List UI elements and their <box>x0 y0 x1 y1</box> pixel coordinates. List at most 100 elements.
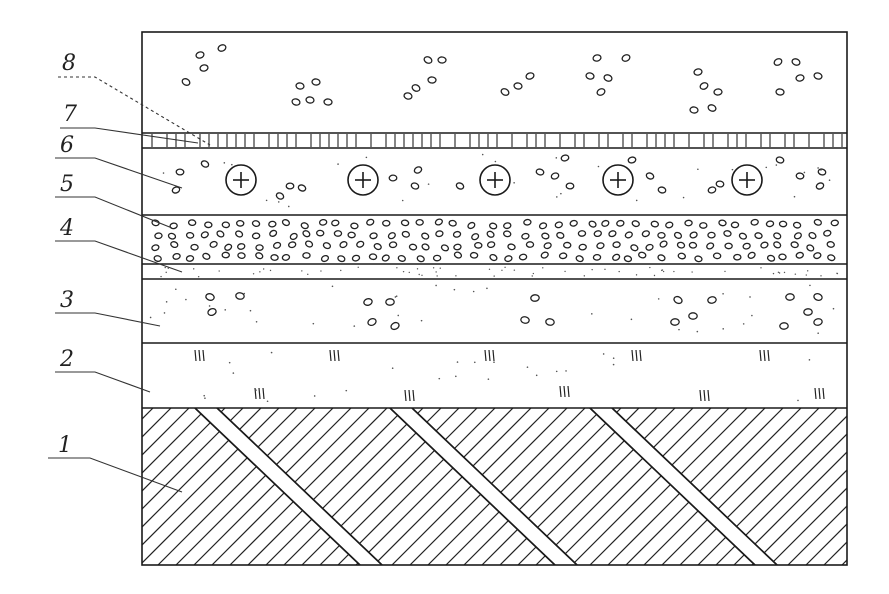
pebble <box>331 219 340 227</box>
pebble <box>255 244 264 251</box>
pebble <box>237 252 246 259</box>
sand-dot <box>649 266 651 269</box>
pebble <box>388 241 398 249</box>
sand-dot <box>232 372 235 374</box>
pebble <box>403 92 413 100</box>
sand-dot <box>249 309 252 312</box>
pebble <box>806 244 815 252</box>
pebble <box>707 296 717 304</box>
pebble <box>556 231 565 239</box>
hatch-line <box>733 451 847 565</box>
hatch-line <box>787 505 847 565</box>
sand-dot <box>255 389 257 391</box>
pebble <box>673 231 683 239</box>
sand-dot <box>193 268 195 270</box>
pebble <box>621 54 631 62</box>
sand-dot <box>277 201 280 203</box>
sand-dot <box>783 271 786 274</box>
pebble <box>612 241 621 249</box>
tick-mark <box>563 385 566 398</box>
pebble <box>754 232 763 240</box>
sand-dot <box>542 267 544 269</box>
pebble <box>503 222 512 230</box>
pebble <box>302 230 311 238</box>
sand-dot <box>312 322 315 325</box>
sand-dot <box>340 269 342 272</box>
tick-mark <box>333 349 336 362</box>
hatch-line <box>535 408 694 565</box>
pebble <box>209 240 218 248</box>
sand-dot <box>231 163 233 166</box>
pebble <box>171 186 181 194</box>
sand-dot <box>420 319 423 322</box>
pebble <box>603 74 613 82</box>
hatch-line <box>553 408 712 565</box>
pebble <box>251 220 261 227</box>
pebble <box>288 241 297 249</box>
tick-mark <box>559 385 562 398</box>
tick-mark <box>254 387 257 400</box>
pebble <box>543 242 552 250</box>
sand-dot <box>662 270 665 273</box>
hatch-line <box>751 469 847 565</box>
pebble <box>452 230 462 238</box>
sand-dot <box>455 375 457 378</box>
sand-dot <box>583 275 586 277</box>
sand-dot <box>331 285 334 288</box>
sand-dot <box>401 199 404 202</box>
sand-dot <box>678 328 680 331</box>
sand-dot <box>504 266 506 269</box>
pebble <box>200 231 209 239</box>
sand-dot <box>345 389 348 392</box>
sand-dot <box>806 270 809 272</box>
sand-dot <box>560 192 562 195</box>
pebble <box>221 221 231 229</box>
tick-mark <box>635 349 638 362</box>
pebble <box>172 252 181 260</box>
pebble <box>453 243 462 251</box>
pebble <box>538 222 548 230</box>
pebble <box>185 255 195 262</box>
tick-mark <box>822 387 825 400</box>
sand-dot <box>262 268 265 270</box>
pebble <box>486 241 496 249</box>
pebble <box>699 82 709 90</box>
band-fill <box>391 408 576 565</box>
leader-6 <box>55 157 183 189</box>
pebble <box>500 88 510 96</box>
pebble <box>175 168 185 176</box>
tick-mark <box>198 349 201 362</box>
sand-dot <box>635 274 638 276</box>
pebble <box>738 232 748 240</box>
pebble <box>416 255 425 263</box>
pebble <box>673 295 683 305</box>
pebble <box>401 230 411 238</box>
pebble <box>657 231 666 239</box>
pebble <box>577 230 587 237</box>
sand-dot <box>597 165 600 168</box>
band-edge <box>411 408 578 565</box>
pebble <box>521 232 530 240</box>
pebble <box>773 241 782 249</box>
hatch-line <box>247 408 406 565</box>
layer-1-hatched-base <box>142 408 847 565</box>
sand-dot <box>162 172 165 174</box>
sand-dot <box>397 314 400 317</box>
pebble <box>792 221 802 229</box>
sand-dot <box>661 269 664 271</box>
pebble <box>541 232 550 240</box>
sand-dot <box>218 270 220 272</box>
pebble <box>153 255 162 262</box>
pebble <box>723 230 732 237</box>
label-4: 4 <box>59 216 74 241</box>
sand-dot <box>259 271 261 273</box>
tick-mark <box>763 349 766 362</box>
pebble <box>504 255 513 263</box>
sand-dot <box>197 276 200 278</box>
pebble <box>775 156 785 164</box>
pebble <box>773 232 782 240</box>
pebble <box>778 220 788 228</box>
band-fill <box>196 408 381 565</box>
sand-dot <box>164 266 166 269</box>
